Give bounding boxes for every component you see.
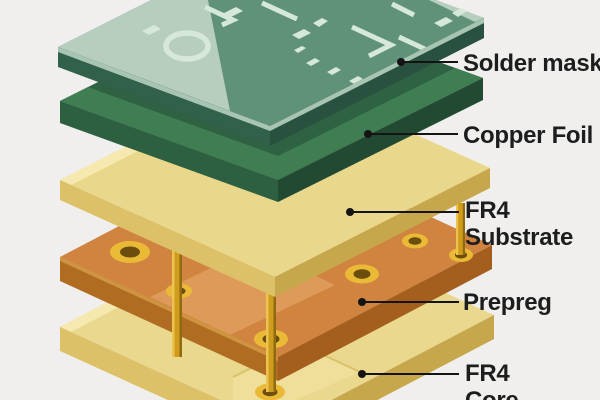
prepreg-front-left-edge (60, 257, 278, 361)
pin (456, 203, 465, 255)
label-fr4-substrate-line2: Substrate (465, 224, 573, 251)
annotation-copper-foil: Copper Foil (364, 122, 593, 149)
solder-glass-edge-left (58, 47, 270, 131)
copper-front-right-face (278, 78, 483, 202)
annotation-fr4-core: FR4 Core (358, 360, 519, 400)
annotation-fr4-substrate: FR4 Substrate (346, 197, 573, 251)
leader-dot (358, 298, 366, 306)
via-hole (353, 269, 371, 279)
label-prepreg: Prepreg (463, 289, 552, 316)
leader-dot (397, 58, 405, 66)
via-pins (172, 203, 465, 392)
copper-top-band-left (60, 77, 278, 180)
leader-dot (346, 208, 354, 216)
solder-glass-edge-right (270, 18, 484, 131)
label-fr4-substrate-line1: FR4 (465, 197, 510, 224)
label-solder-mask: Solder mask (463, 50, 600, 77)
label-fr4-core-line2: Core (465, 387, 518, 400)
substrate-front-right-face (275, 168, 490, 297)
pin (266, 273, 276, 392)
substrate-front-left-face (60, 180, 275, 297)
solder-glass-highlight (58, 0, 230, 111)
prepreg-front-left-face (60, 257, 278, 381)
core-front-left-face (60, 327, 221, 400)
via-hole (120, 246, 140, 258)
annotation-solder-mask: Solder mask (397, 50, 600, 77)
annotations: Solder mask Copper Foil FR4 Substrate Pr… (346, 50, 600, 400)
prepreg-front-right-face (278, 245, 492, 381)
annotation-prepreg: Prepreg (358, 289, 552, 316)
core-front-right-face (331, 315, 494, 400)
leader-dot (358, 370, 366, 378)
copper-top-band-right (278, 54, 483, 180)
label-fr4-core-line1: FR4 (465, 360, 510, 387)
pin (172, 244, 182, 357)
via-hole (408, 237, 422, 245)
copper-front-left-face (60, 101, 278, 202)
leader-dot (364, 130, 372, 138)
solder-mask-layer (58, 0, 484, 146)
label-copper-foil: Copper Foil (463, 122, 593, 149)
